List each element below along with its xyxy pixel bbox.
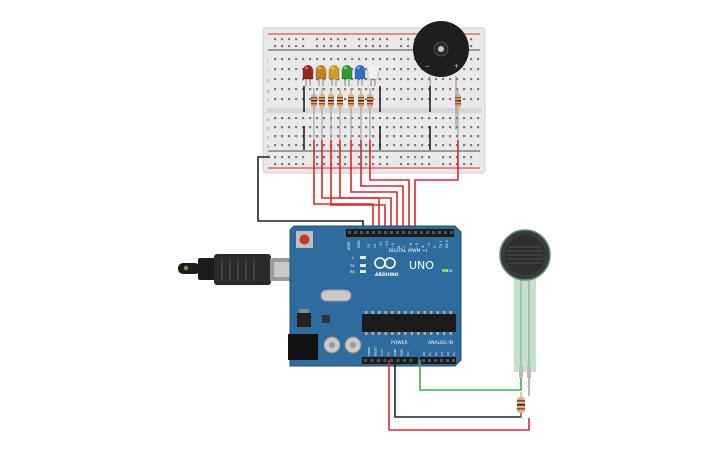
analog-pin-label: A2: [434, 352, 438, 356]
digital-pin-label: 8: [397, 246, 401, 248]
buzzer-minus-label: −: [425, 63, 430, 70]
row-letter: i: [267, 68, 268, 73]
row-letter: f: [267, 98, 269, 103]
row-letter: g: [267, 88, 270, 93]
led[interactable]: [328, 65, 340, 86]
analog-header: [420, 357, 456, 364]
resistor[interactable]: [337, 88, 343, 140]
row-letter: c: [267, 135, 269, 140]
led-label: TX: [349, 264, 355, 268]
led[interactable]: [367, 65, 379, 86]
analog-pin-label: A5: [452, 352, 456, 356]
row-letters: j i h g f e d c b a: [266, 58, 270, 158]
resistor-row: [311, 88, 461, 140]
digital-pin-label: 4: [421, 246, 425, 248]
digital-pin-label: 12: [373, 244, 377, 248]
digital-pin-label: ~10: [385, 241, 389, 248]
digital-pin-label: RX 0: [445, 240, 449, 248]
piezo-buzzer[interactable]: − +: [413, 21, 469, 77]
power-pin-label: Vin: [406, 351, 410, 356]
brand-label: ARDUINO: [375, 272, 399, 278]
on-led-label: ON: [447, 269, 453, 273]
digital-pin-label: ~5: [415, 243, 419, 248]
digital-pin-label: ~3: [427, 243, 431, 248]
digital-header-label: DIGITAL (PWM ~): [389, 248, 428, 254]
row-letter: e: [267, 117, 270, 122]
digital-header: [346, 229, 454, 237]
analog-pin-label: A4: [446, 352, 450, 356]
ground-wire[interactable]: [257, 156, 364, 228]
analog-pin-label: A3: [440, 352, 444, 356]
led-row: [302, 65, 379, 86]
buzzer-plus-label: +: [454, 63, 459, 70]
led-label: RX: [350, 270, 355, 274]
led-ground-legs: [303, 86, 431, 150]
force-sensitive-resistor[interactable]: [499, 229, 551, 378]
signal-wires[interactable]: [313, 140, 459, 228]
resistor[interactable]: [328, 88, 334, 140]
voltage-regulator: [297, 313, 311, 327]
digital-pin-label: ~9: [391, 243, 395, 248]
power-pin-label: GND: [393, 348, 397, 356]
led[interactable]: [302, 65, 314, 86]
analog-header-label: ANALOG IN: [428, 340, 453, 346]
row-letter: j: [266, 58, 268, 63]
power-header-label: POWER: [391, 340, 408, 346]
gnd-pin-label: GND: [357, 240, 361, 248]
led[interactable]: [354, 65, 366, 86]
resistor[interactable]: [358, 88, 364, 140]
pull-down-resistor[interactable]: [517, 392, 525, 418]
onboard-leds: L TX RX: [349, 256, 366, 274]
power-pin-label: RESET: [374, 346, 378, 356]
row-letter: d: [267, 126, 270, 131]
aref-label: AREF: [347, 241, 351, 250]
digital-pin-label: ~6: [409, 243, 413, 248]
digital-pin-label: 2: [433, 246, 437, 248]
sensor-power-wire[interactable]: [388, 360, 530, 431]
digital-pin-label: 7: [403, 246, 407, 248]
power-jack[interactable]: [288, 334, 318, 360]
led-label: L: [352, 256, 354, 260]
power-pin-label: 3.3V: [380, 348, 384, 356]
resistor[interactable]: [348, 88, 354, 140]
arduino-logo: ARDUINO UNO: [374, 257, 434, 278]
analog-pin-label: A0: [422, 352, 426, 356]
digital-pin-label: ~11: [379, 241, 383, 248]
model-label: UNO: [409, 259, 434, 272]
crystal-oscillator: [320, 289, 352, 302]
power-pin-label: IOREF: [367, 347, 371, 356]
analog-pin-label: A1: [428, 352, 432, 356]
digital-pin-label: 13: [367, 244, 371, 248]
row-letter: a: [267, 153, 270, 158]
resistor[interactable]: [311, 88, 317, 140]
analog-signal-wire[interactable]: [419, 360, 522, 391]
power-pin-label: 5V: [387, 351, 391, 356]
resistor[interactable]: [319, 88, 325, 140]
digital-pin-label: TX 1: [439, 241, 443, 249]
resistor[interactable]: [367, 88, 373, 140]
power-pin-label: GND: [400, 348, 404, 356]
row-letter: b: [267, 144, 270, 149]
sensor-ground-wire[interactable]: [394, 360, 522, 418]
row-letter: h: [267, 78, 270, 83]
led[interactable]: [315, 65, 327, 86]
led[interactable]: [341, 65, 353, 86]
microcontroller-chip: [362, 314, 456, 332]
reset-button[interactable]: [299, 234, 310, 245]
